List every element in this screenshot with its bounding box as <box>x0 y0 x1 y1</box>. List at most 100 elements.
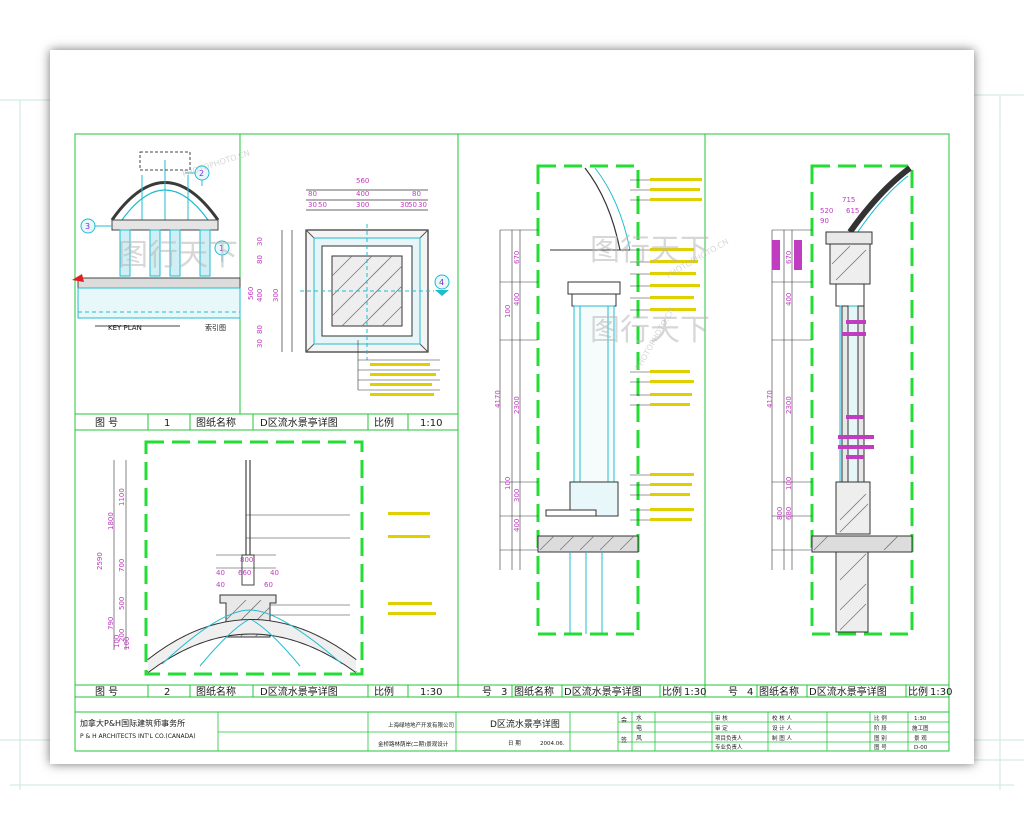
panel4-label: 号 <box>728 686 738 698</box>
cad-drawing: 图 号 1 图纸名称 D区流水景亭详图 比例 1:10 图 号 2 图纸名称 D… <box>72 133 952 752</box>
dim-top: 80 <box>308 190 317 198</box>
company-name-en: P & H ARCHITECTS INT'L CO.(CANADA) <box>80 733 196 740</box>
dim-4: 680 <box>785 507 793 520</box>
info-scale-label: 比 例 <box>874 714 887 722</box>
dim-2-top: 40 <box>270 569 279 577</box>
column-elevation-detail <box>499 167 650 634</box>
panel2-name: D区流水景亭详图 <box>260 685 338 698</box>
drawing-sheet: 图 号 1 图纸名称 D区流水景亭详图 比例 1:10 图 号 2 图纸名称 D… <box>50 50 974 764</box>
dim-2-top: 60 <box>264 581 273 589</box>
company-name-cn: 加拿大P&H国际建筑师事务所 <box>80 718 185 728</box>
dim-2: 1100 <box>118 488 126 506</box>
dim-top: 80 <box>412 190 421 198</box>
dim-4-top: 90 <box>820 217 829 225</box>
dim-top: 400 <box>356 190 369 198</box>
bubble-1-label: 1 <box>219 244 224 253</box>
role-drafter: 制 图 人 <box>772 734 792 742</box>
callout-notes-1 <box>370 363 436 396</box>
dim-2: 200 <box>118 629 126 642</box>
panel3-label: 号 <box>482 686 492 698</box>
dim-top: 300 <box>356 201 369 209</box>
detail-boundary-4 <box>810 164 914 636</box>
bubble-4-label: 4 <box>439 278 444 287</box>
dim-2: 100 <box>113 635 121 648</box>
dim-4-top: 520 <box>820 207 833 215</box>
panel4-scale: 1:30 <box>930 687 952 698</box>
panel4-name: D区流水景亭详图 <box>809 685 887 698</box>
date-value: 2004.06. <box>540 741 565 747</box>
info-type-value: 景 观 <box>914 735 927 742</box>
section-dim-markers <box>772 240 874 459</box>
dim-left: 30 <box>256 339 264 348</box>
role-project-lead: 项目负责人 <box>715 734 743 742</box>
dim-top: 50 <box>408 201 417 209</box>
panel1-name: D区流水景亭详图 <box>260 416 338 429</box>
watermark-brand: 图行天下 <box>118 238 238 273</box>
keyplan-elevation <box>72 151 241 327</box>
panel2-scale: 1:30 <box>420 687 442 698</box>
dim-top: 30 <box>400 201 409 209</box>
panel2-label: 图 号 <box>95 686 118 698</box>
detail-boundary-2 <box>144 440 364 676</box>
role-checker: 校 核 人 <box>772 714 792 722</box>
panel1-label: 图 号 <box>95 417 118 429</box>
dim-2: 100 <box>123 637 131 650</box>
dim-2-top: 40 <box>216 569 225 577</box>
sign-col-a: 会 <box>621 716 627 724</box>
dim-2-top: 660 <box>238 569 251 577</box>
panel1-scale: 1:10 <box>420 418 442 429</box>
section-bubble-1 <box>214 240 230 262</box>
keyplan-cn-label: 索引图 <box>205 323 226 332</box>
dim-3: 400 <box>513 293 521 306</box>
drawing-frame <box>74 133 950 752</box>
fountain-section-detail <box>113 460 357 673</box>
panel2-scale-label: 比例 <box>374 685 394 698</box>
panel1-title-row <box>147 414 409 430</box>
dim-4: 2300 <box>785 396 793 414</box>
dim-2: 790 <box>107 617 115 630</box>
callout-notes-3 <box>650 178 702 521</box>
dim-left: 300 <box>272 289 280 302</box>
drawing-title: D区流水景亭详图 <box>490 718 560 730</box>
dim-3: 100 <box>504 305 512 318</box>
panel4-scale-label: 比例 <box>908 685 928 698</box>
dim-2-total: 2590 <box>96 552 104 570</box>
panel3-scale-label: 比例 <box>662 685 682 698</box>
panel1-name-label: 图纸名称 <box>196 416 236 429</box>
bubble-3-label: 3 <box>85 222 90 231</box>
date-label: 日 期 <box>508 740 521 747</box>
panel1-number: 1 <box>164 418 170 429</box>
watermark-brand: 图行天下 <box>590 233 710 268</box>
info-number-value: D-00 <box>914 745 928 751</box>
dim-4: 670 <box>785 251 793 264</box>
dim-2-top: 800 <box>240 556 253 564</box>
panel3-name: D区流水景亭详图 <box>564 685 642 698</box>
panel3-name-label: 图纸名称 <box>514 685 554 698</box>
dim-top: 30 <box>308 201 317 209</box>
column-section-detail <box>771 165 913 633</box>
lower-title-row <box>147 685 907 697</box>
panel3-scale: 1:30 <box>684 687 706 698</box>
info-scale-value: 1:30 <box>914 716 927 722</box>
detail-boundary-3 <box>536 164 640 636</box>
dim-2: 700 <box>118 559 126 572</box>
sign-col-b: 签 <box>621 736 627 744</box>
dim-3-total: 4170 <box>494 390 502 408</box>
panel4-number: 4 <box>747 687 753 698</box>
column-plan-detail <box>281 189 440 391</box>
discipline-electric: 电 <box>636 724 642 732</box>
bubble-2-label: 2 <box>199 169 204 178</box>
dim-3: 670 <box>513 251 521 264</box>
info-type-label: 图 别 <box>874 734 887 742</box>
panel2-name-label: 图纸名称 <box>196 685 236 698</box>
dim-4-top: 715 <box>842 196 855 204</box>
discipline-hvac: 风 <box>636 735 642 742</box>
section-bubble-2 <box>185 165 210 186</box>
dim-left: 80 <box>256 255 264 264</box>
role-approve: 审 定 <box>715 724 728 732</box>
callout-notes-2 <box>388 512 436 615</box>
dim-left: 400 <box>256 289 264 302</box>
dim-2: 500 <box>118 597 126 610</box>
watermark-brand: 图行天下 <box>590 313 710 348</box>
dim-3: 100 <box>504 477 512 490</box>
